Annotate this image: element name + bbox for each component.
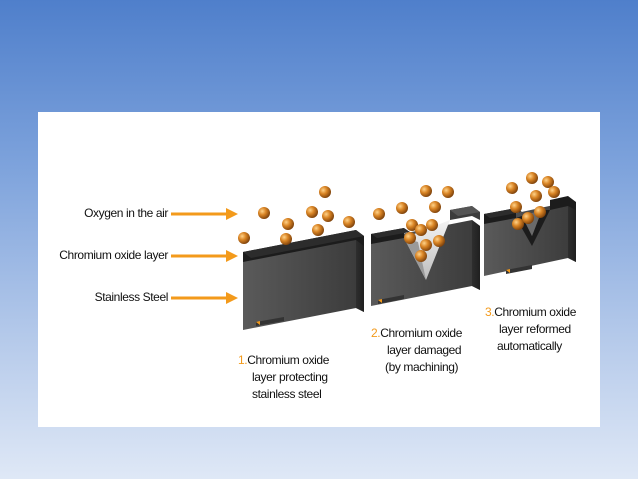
block-reformed	[484, 196, 576, 276]
caption-step-2: 2.Chromium oxide layer damaged (by machi…	[371, 325, 462, 376]
arrow-steel	[171, 292, 238, 304]
caption-line: stainless steel	[252, 387, 322, 401]
caption-line: layer damaged	[387, 343, 462, 357]
label-oxygen: Oxygen in the air	[84, 206, 168, 220]
arrow-oxygen	[171, 208, 238, 220]
label-steel: Stainless Steel	[94, 290, 169, 304]
caption-step-3: 3.Chromium oxide layer reformed automati…	[485, 304, 576, 355]
stainless-steel-diagram	[171, 172, 576, 330]
slide-panel: Oxygen in the air Chromium oxide layer S…	[38, 112, 600, 427]
caption-line: Chromium oxide	[494, 305, 576, 319]
caption-number: 1.	[238, 353, 248, 367]
caption-step-1: 1.Chromium oxide layer protecting stainl…	[238, 352, 329, 403]
block-intact	[243, 230, 364, 330]
oxygen-particles	[238, 172, 560, 262]
caption-line: Chromium oxide	[380, 326, 462, 340]
caption-line: Chromium oxide	[247, 353, 329, 367]
caption-line: (by machining)	[385, 360, 459, 374]
caption-line: automatically	[497, 339, 562, 353]
caption-number: 3.	[485, 305, 495, 319]
caption-number: 2.	[371, 326, 381, 340]
caption-line: layer reformed	[499, 322, 571, 336]
arrow-oxide-layer	[171, 250, 238, 262]
caption-line: layer protecting	[252, 370, 328, 384]
label-oxide-layer: Chromium oxide layer	[59, 248, 168, 262]
